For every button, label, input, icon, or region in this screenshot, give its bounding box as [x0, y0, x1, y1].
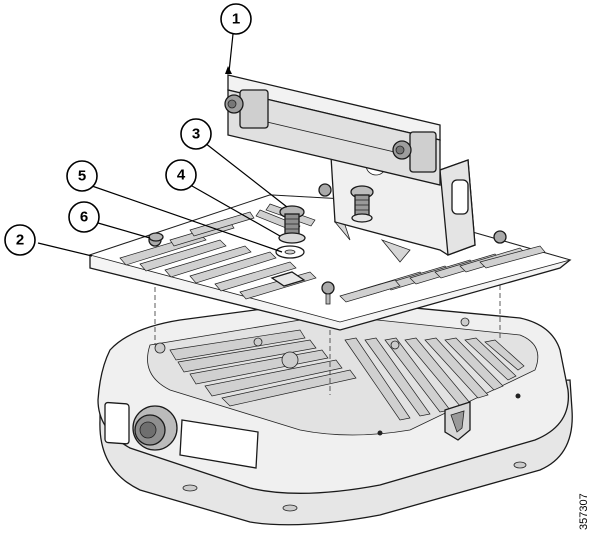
bracket-bolt — [350, 185, 374, 223]
status-window — [104, 401, 130, 445]
mounting-bracket — [224, 74, 476, 263]
svg-text:5: 5 — [78, 168, 86, 185]
svg-text:6: 6 — [80, 209, 88, 226]
access-point-body — [97, 299, 573, 526]
leader-lines — [37, 33, 288, 257]
callout-4: 4 — [165, 159, 197, 191]
callout-6: 6 — [68, 201, 100, 233]
svg-text:3: 3 — [192, 126, 200, 143]
screw-washer-stack — [148, 205, 306, 259]
connector-knob — [132, 405, 178, 451]
svg-text:4: 4 — [177, 167, 186, 184]
callout-2: 2 — [4, 224, 36, 256]
label-window — [179, 419, 259, 469]
callout-5: 5 — [66, 160, 98, 192]
bracket-nut-right — [392, 131, 437, 173]
callout-1: 1 — [220, 3, 252, 35]
mounting-plate — [88, 183, 572, 331]
callout-3: 3 — [180, 118, 212, 150]
svg-text:1: 1 — [232, 11, 240, 28]
bracket-nut-left — [224, 89, 269, 129]
svg-text:2: 2 — [16, 232, 24, 249]
figure-id: 357307 — [578, 493, 590, 530]
